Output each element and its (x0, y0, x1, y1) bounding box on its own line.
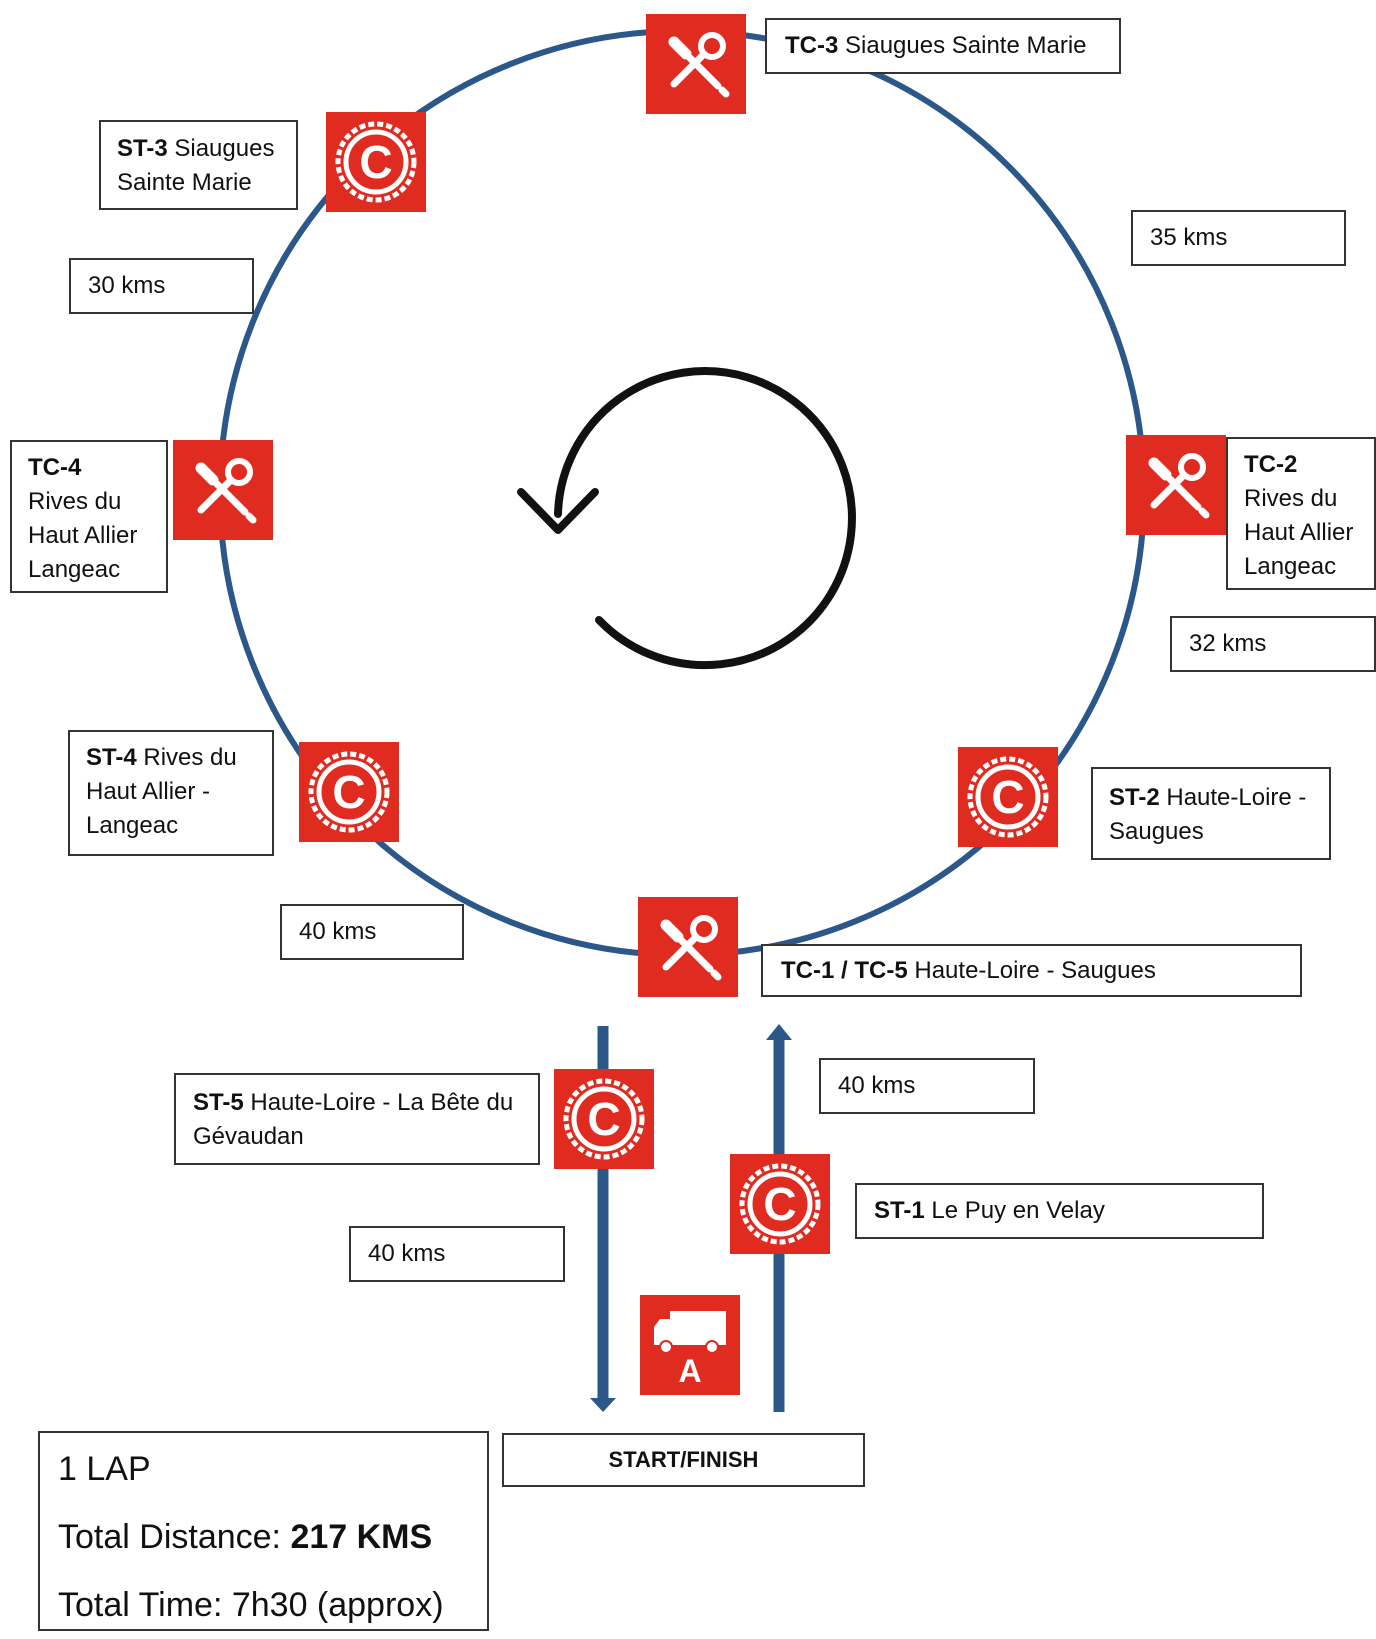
direction-arrow (554, 367, 856, 670)
distance-label: 40 kms (280, 904, 464, 960)
svg-text:C: C (763, 1178, 796, 1230)
distance-label: 30 kms (69, 258, 254, 314)
distance-label: 35 kms (1131, 210, 1346, 266)
st5-label: ST-5 Haute-Loire - La Bête du Gévaudan (174, 1073, 540, 1165)
svg-text:C: C (359, 136, 392, 188)
direction-arrowhead (517, 488, 599, 534)
distance-label: 40 kms (819, 1058, 1035, 1114)
outbound-arrowhead (766, 1024, 792, 1040)
svg-text:C: C (991, 771, 1024, 823)
svg-text:C: C (332, 766, 365, 818)
truck-icon: A (640, 1295, 740, 1395)
stage-c-icon: C (554, 1069, 654, 1169)
stage-c-icon: C (730, 1154, 830, 1254)
stage-c-icon: C (326, 112, 426, 212)
total-distance: Total Distance: 217 KMS (58, 1518, 433, 1556)
stage-c-icon: C (299, 742, 399, 842)
distance-label: 40 kms (349, 1226, 565, 1282)
tools-icon (1126, 435, 1226, 535)
st3-label: ST-3 Siaugues Sainte Marie (99, 120, 298, 210)
tools-icon (173, 440, 273, 540)
tc1-tc5-label: TC-1 / TC-5 Haute-Loire - Saugues (761, 944, 1302, 997)
distance-label: 32 kms (1170, 616, 1376, 672)
st1-label: ST-1 Le Puy en Velay (855, 1183, 1264, 1239)
stage-c-icon: C (958, 747, 1058, 847)
svg-text:C: C (587, 1093, 620, 1145)
tools-icon (646, 14, 746, 114)
return-arrowhead (590, 1398, 616, 1412)
st2-label: ST-2 Haute-Loire - Saugues (1091, 767, 1331, 860)
tools-icon (638, 897, 738, 997)
tc3-label: TC-3 Siaugues Sainte Marie (765, 18, 1121, 74)
assistance-letter: A (678, 1353, 702, 1389)
lap-summary: 1 LAP Total Distance: 217 KMS Total Time… (38, 1431, 489, 1631)
start-finish-label: START/FINISH (502, 1433, 865, 1487)
total-time: Total Time: 7h30 (approx) (58, 1586, 444, 1624)
st4-label: ST-4 Rives du Haut Allier - Langeac (68, 730, 274, 856)
lap-count: 1 LAP (58, 1450, 151, 1488)
